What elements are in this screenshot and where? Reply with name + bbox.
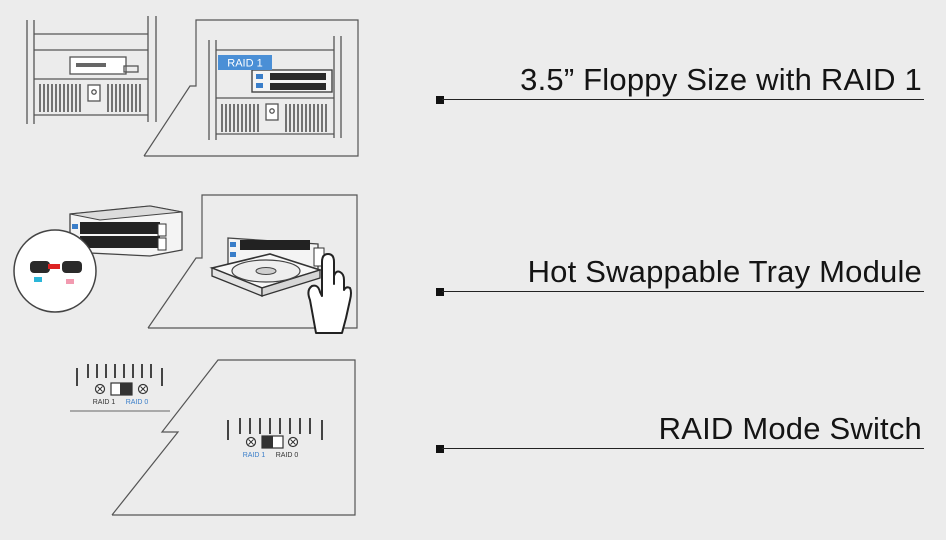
raid-module-floppy-bay [251,69,333,93]
switch-panel-small: RAID 1 RAID 0 [70,364,170,412]
zoom-panel-row1 [143,19,359,157]
raid1-tag: RAID 1 [218,55,272,70]
feature-label-hot-swap: Hot Swappable Tray Module [527,254,922,289]
switch-label-raid0-small: RAID 0 [126,399,149,406]
switch-panel-large: RAID 1 RAID 0 [227,418,323,459]
vent-slots-right [221,104,327,132]
switch-label-raid1-large: RAID 1 [243,452,266,459]
underline-rule [442,447,924,449]
zoom-panel-row2 [147,194,358,329]
feature-label-floppy-size: 3.5” Floppy Size with RAID 1 [520,62,922,97]
feature-floppy-size: 3.5” Floppy Size with RAID 1 [436,44,924,104]
feature-hot-swap: Hot Swappable Tray Module [436,236,924,296]
bullet-icon [436,445,444,453]
led-zoom-circle [13,229,97,313]
pc-chassis-front-left [26,16,157,124]
switch-label-raid1-small: RAID 1 [93,399,116,406]
tray-module-ejected [209,237,325,297]
bullet-icon [436,288,444,296]
raid-module-iso [69,205,183,257]
switch-label-raid0-large: RAID 0 [276,452,299,459]
hand-pointer-icon [307,253,352,334]
underline-rule [442,98,924,100]
bullet-icon [436,96,444,104]
pc-chassis-front-right [208,36,342,140]
feature-label-raid-switch: RAID Mode Switch [658,411,922,446]
feature-raid-switch: RAID Mode Switch [436,393,924,453]
vent-slots-left [39,84,141,112]
underline-rule [442,290,924,292]
raid1-tag-label: RAID 1 [227,58,262,70]
zoom-panel-row3 [111,359,356,516]
